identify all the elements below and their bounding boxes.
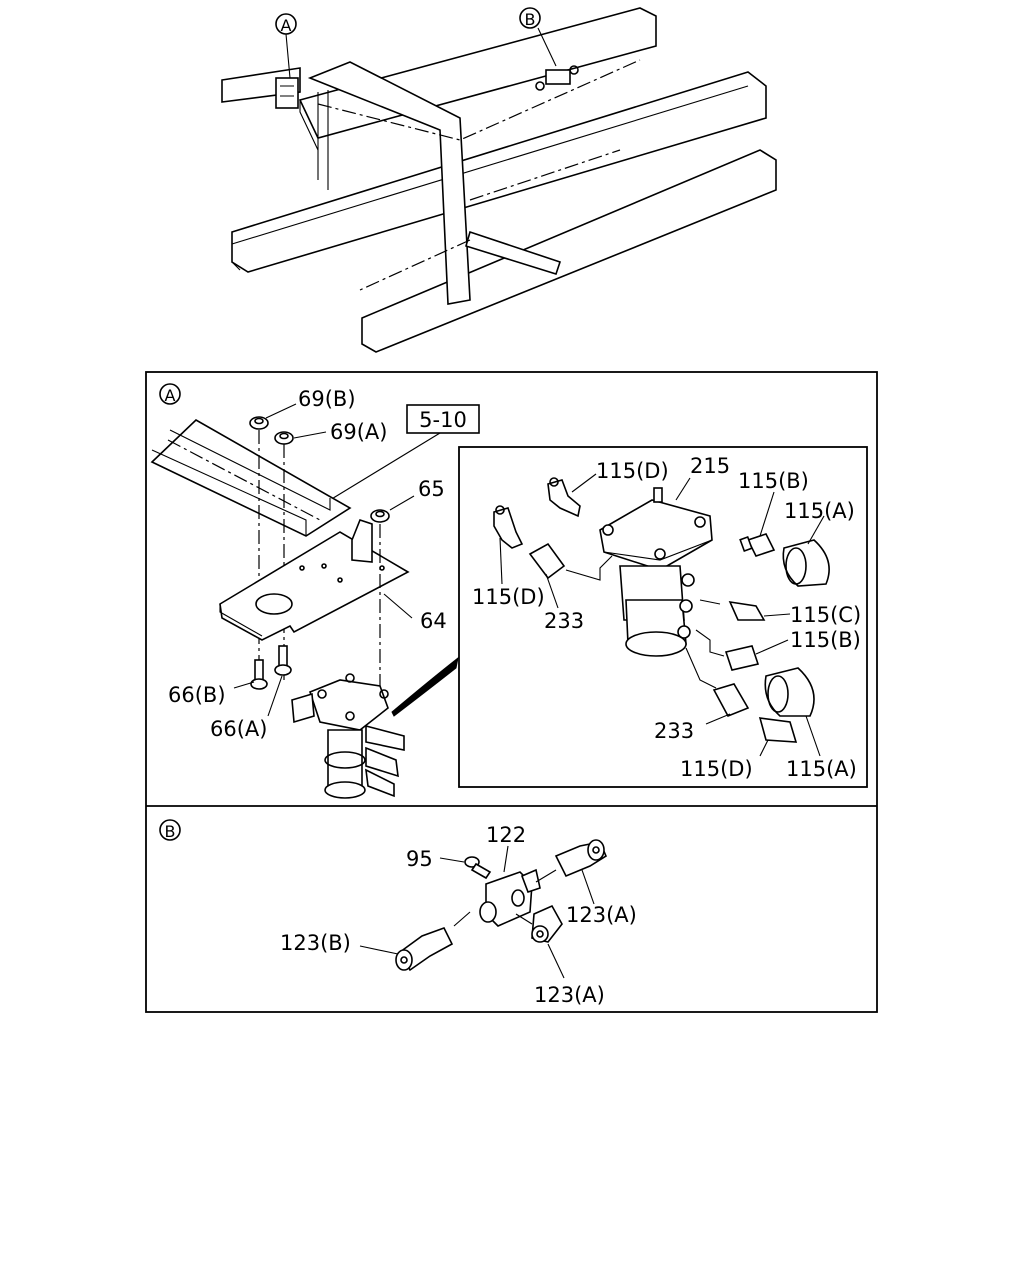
label-115a-bottom: 115(A) bbox=[786, 757, 857, 781]
label-115d-bottom: 115(D) bbox=[680, 757, 753, 781]
bolt-95 bbox=[464, 856, 492, 880]
tee-fitting-122 bbox=[479, 868, 541, 927]
label-95: 95 bbox=[406, 847, 433, 871]
label-122: 122 bbox=[486, 823, 526, 847]
plug-115c bbox=[728, 600, 766, 621]
dust-cap-115a-bottom bbox=[764, 667, 815, 717]
label-123a-bottom: 123(A) bbox=[534, 983, 605, 1007]
label-123b: 123(B) bbox=[280, 931, 351, 955]
label-115b-mid: 115(B) bbox=[790, 628, 861, 652]
nut-69b bbox=[249, 416, 269, 430]
label-115d-top: 115(D) bbox=[596, 459, 669, 483]
connector-123a-bottom bbox=[531, 904, 563, 943]
label-115c: 115(C) bbox=[790, 603, 861, 627]
fitting-115b-mid bbox=[724, 645, 760, 671]
label-69b: 69(B) bbox=[298, 387, 356, 411]
plug-115d-bottom bbox=[758, 717, 798, 743]
elbow-fitting-115d-top bbox=[547, 477, 581, 518]
label-233-bottom: 233 bbox=[654, 719, 694, 743]
label-65: 65 bbox=[418, 477, 445, 501]
label-64: 64 bbox=[420, 609, 447, 633]
section-a: A 5-10 69(B) 69(A) 65 bbox=[150, 383, 868, 799]
elbow-fitting-115d-left bbox=[493, 505, 524, 549]
label-66b: 66(B) bbox=[168, 683, 226, 707]
relay-valve-215 bbox=[599, 487, 713, 657]
reference-label: 5-10 bbox=[419, 408, 467, 432]
connector-123a-right bbox=[554, 839, 608, 878]
fitting-115b-top bbox=[739, 533, 776, 557]
dust-cap-115a-top bbox=[782, 539, 830, 587]
callout-top-b: B bbox=[525, 10, 536, 29]
nipple-233-left bbox=[528, 542, 566, 580]
label-215: 215 bbox=[690, 454, 730, 478]
label-115b-top: 115(B) bbox=[738, 469, 809, 493]
relay-valve-small bbox=[291, 673, 405, 799]
nut-69a bbox=[274, 431, 294, 445]
connector-123b bbox=[395, 927, 454, 972]
section-b-marker: B bbox=[165, 822, 176, 841]
label-233-left: 233 bbox=[544, 609, 584, 633]
label-115a-top: 115(A) bbox=[784, 499, 855, 523]
section-b: B 95 122 123(A) bbox=[159, 819, 637, 1007]
label-115d-left: 115(D) bbox=[472, 585, 545, 609]
label-66a: 66(A) bbox=[210, 717, 267, 741]
valve-detail-box bbox=[458, 446, 868, 788]
nipple-233-bottom bbox=[712, 683, 750, 718]
label-69a: 69(A) bbox=[330, 420, 387, 444]
label-123a-right: 123(A) bbox=[566, 903, 637, 927]
chassis-frame-overview: A B bbox=[221, 7, 777, 353]
reference-box bbox=[406, 404, 480, 434]
bolt-66b bbox=[250, 659, 268, 690]
bolt-66a bbox=[274, 645, 292, 676]
nut-65 bbox=[370, 509, 390, 523]
callout-top-a: A bbox=[281, 16, 292, 35]
section-a-marker: A bbox=[165, 386, 176, 405]
detail-frame bbox=[145, 371, 878, 1013]
